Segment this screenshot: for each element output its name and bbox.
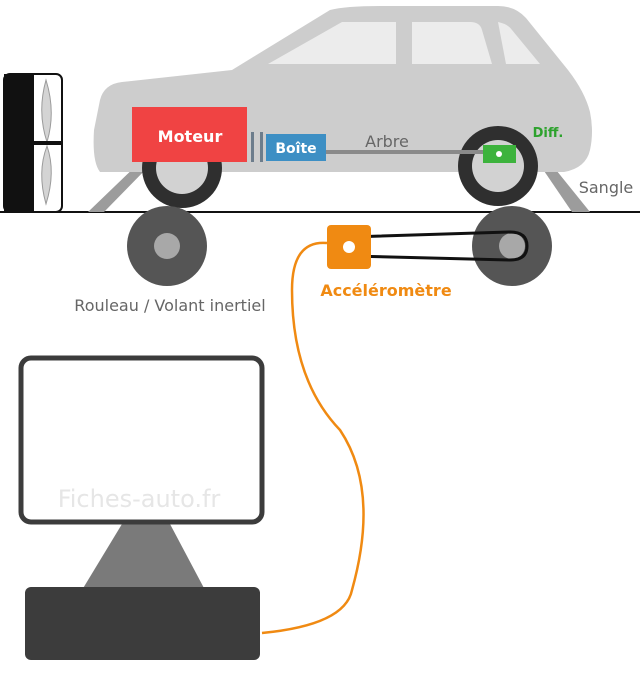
monitor-icon bbox=[18, 355, 265, 590]
fan-icon bbox=[3, 73, 63, 213]
accelerometer-center bbox=[343, 241, 355, 253]
gearbox-label: Boîte bbox=[275, 141, 316, 157]
roller-label: Rouleau / Volant inertiel bbox=[74, 296, 265, 315]
rear-roller bbox=[472, 206, 552, 286]
accelerometer-label: Accéléromètre bbox=[320, 281, 451, 300]
engine-box bbox=[132, 107, 247, 162]
computer-base bbox=[25, 587, 260, 660]
diff-label: Diff. bbox=[533, 126, 564, 141]
strap-rear bbox=[540, 160, 590, 212]
gearbox-box bbox=[266, 134, 326, 161]
rear-wheel bbox=[458, 126, 538, 206]
strap-label: Sangle bbox=[579, 178, 634, 197]
watermark-text: Fiches-auto.fr bbox=[58, 485, 221, 513]
clutch-bar bbox=[251, 132, 254, 162]
clutch-bar-2 bbox=[260, 132, 263, 162]
shaft-label: Arbre bbox=[365, 132, 409, 151]
drive-shaft bbox=[326, 150, 492, 154]
sensor-cable bbox=[261, 241, 365, 635]
engine-label: Moteur bbox=[158, 127, 223, 146]
front-roller bbox=[127, 206, 207, 286]
strap-front bbox=[88, 160, 150, 212]
differential-dot bbox=[496, 151, 502, 157]
